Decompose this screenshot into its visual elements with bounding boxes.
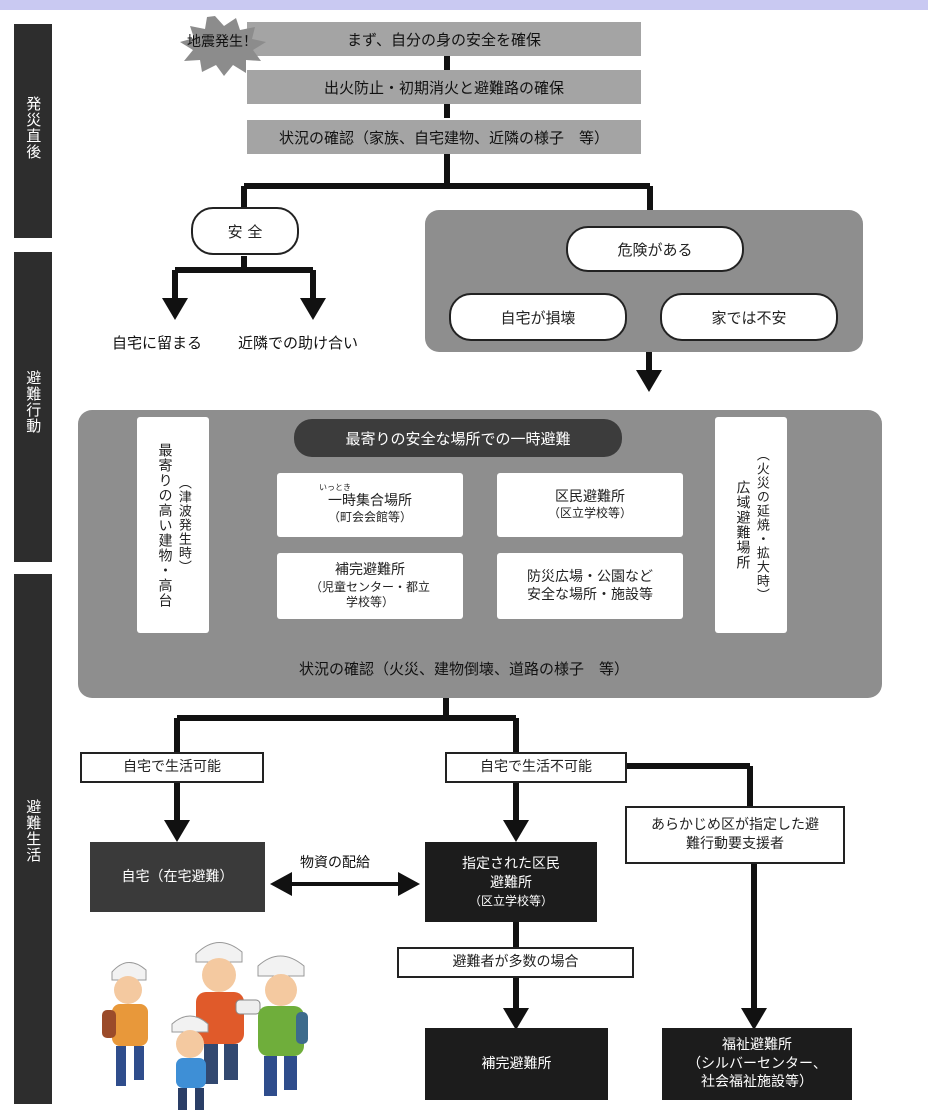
phase-immediate-label: 発災直後 (24, 96, 43, 160)
home-evacuation-box: 自宅（在宅避難） (90, 842, 265, 912)
cannot-live-home-label: 自宅で生活不可能 (480, 759, 592, 776)
ward-shelter-title: 区民避難所 (555, 489, 625, 506)
step-status-check-label: 状況の確認（家族、自宅建物、近隣の様子 等） (278, 128, 609, 147)
wide-area-box: 広域避難場所 （火災の延焼・拡大時） (715, 417, 787, 633)
house-damaged-label: 自宅が損壊 (500, 308, 576, 327)
high-ground-label: 最寄りの高い建物・高台 (156, 442, 173, 608)
designated-shelter-line1: 指定された区民 (462, 856, 560, 873)
ward-shelter-box: 区民避難所 （区立学校等） (497, 473, 683, 537)
safe-label: 安 全 (227, 222, 263, 241)
temporary-evacuation-title: 最寄りの安全な場所での一時避難 (294, 419, 622, 457)
temporary-assembly-box: いっとき 一時集合場所 （町会会館等） (277, 473, 463, 537)
step-ensure-safety-label: まず、自分の身の安全を確保 (347, 30, 541, 49)
unsafe-at-home-node: 家では不安 (660, 293, 838, 341)
welfare-shelter-box: 福祉避難所 （シルバーセンター、 社会福祉施設等） (662, 1028, 852, 1100)
can-live-home-box: 自宅で生活可能 (80, 752, 264, 783)
safe-node: 安 全 (191, 207, 299, 255)
designated-shelter-line2: 避難所 (490, 874, 532, 891)
support-needed-box: あらかじめ区が指定した避難行動要支援者 (625, 806, 845, 864)
complementary-shelter-final-box: 補完避難所 (425, 1028, 608, 1100)
ward-shelter-sub: （区立学校等） (547, 506, 632, 521)
many-evacuees-label: 避難者が多数の場合 (452, 954, 579, 971)
evacuee-child (171, 1015, 209, 1110)
step-fire-prevention: 出火防止・初期消火と避難路の確保 (247, 70, 641, 104)
status-check-2: 状況の確認（火災、建物倒壊、道路の様子 等） (298, 660, 629, 678)
complementary-shelter-sub: （児童センター・都立学校等） (309, 579, 430, 610)
evacuee-left (102, 962, 148, 1086)
fire-spread-note: （火災の延焼・拡大時） (753, 448, 769, 602)
tsunami-note: （津波発生時） (175, 476, 191, 574)
temporary-assembly-title: 一時集合場所 (328, 493, 412, 510)
can-live-home-label: 自宅で生活可能 (123, 759, 221, 776)
phase-immediate: 発災直後 (14, 24, 52, 238)
step-status-check: 状況の確認（家族、自宅建物、近隣の様子 等） (247, 120, 641, 154)
temporary-assembly-sub: （町会会館等） (327, 510, 412, 525)
step-ensure-safety: まず、自分の身の安全を確保 (247, 22, 641, 56)
danger-node: 危険がある (566, 226, 744, 272)
welfare-shelter-line1: 福祉避難所 (722, 1036, 792, 1053)
phase-evacuation-action-label: 避難行動 (24, 370, 43, 434)
danger-label: 危険がある (617, 240, 693, 259)
evacuee-right (257, 955, 308, 1096)
complementary-shelter-box: 補完避難所 （児童センター・都立学校等） (277, 553, 463, 619)
welfare-shelter-line3: 社会福祉施設等） (701, 1074, 813, 1091)
high-ground-box: （津波発生時） 最寄りの高い建物・高台 (137, 417, 209, 633)
step-fire-prevention-label: 出火防止・初期消火と避難路の確保 (323, 78, 564, 97)
complementary-shelter-title: 補完避難所 (335, 562, 405, 579)
phase-evacuation-life: 避難生活 (14, 574, 52, 1104)
park-title: 防災広場・公園など (527, 568, 653, 585)
many-evacuees-box: 避難者が多数の場合 (397, 947, 634, 978)
support-needed-label: あらかじめ区が指定した避難行動要支援者 (651, 817, 819, 852)
temporary-evacuation-title-label: 最寄りの安全な場所での一時避難 (345, 429, 571, 448)
wide-area-label: 広域避難場所 (734, 480, 751, 570)
neighbor-help-label: 近隣での助け合い (238, 334, 359, 352)
stay-home-label: 自宅に留まる (112, 334, 203, 352)
home-evacuation-label: 自宅（在宅避難） (121, 868, 234, 885)
top-accent-bar (0, 0, 928, 10)
earthquake-label: 地震発生！ (187, 34, 257, 50)
phase-evacuation-life-label: 避難生活 (24, 799, 43, 863)
house-damaged-node: 自宅が損壊 (449, 293, 627, 341)
unsafe-at-home-label: 家では不安 (711, 308, 787, 327)
park-sub: 安全な場所・施設等 (527, 587, 653, 603)
phase-evacuation-action: 避難行動 (14, 252, 52, 562)
supplies-label: 物資の配給 (300, 855, 370, 871)
welfare-shelter-line2: （シルバーセンター、 (687, 1055, 827, 1072)
temporary-assembly-ruby: いっとき (319, 483, 351, 493)
park-box: 防災広場・公園など 安全な場所・施設等 (497, 553, 683, 619)
complementary-shelter-final-label: 補完避難所 (481, 1055, 552, 1072)
cannot-live-home-box: 自宅で生活不可能 (445, 752, 627, 783)
designated-shelter-box: 指定された区民 避難所 （区立学校等） (425, 842, 597, 922)
designated-shelter-sub: （区立学校等） (468, 893, 553, 908)
